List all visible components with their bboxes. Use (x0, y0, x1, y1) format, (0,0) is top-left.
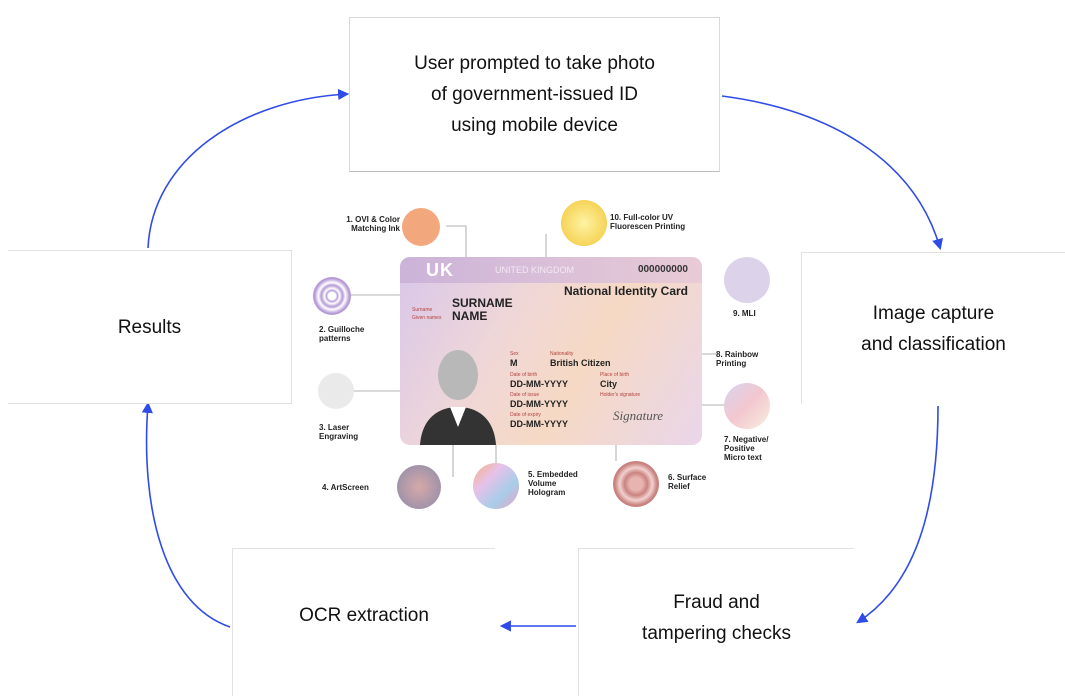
step-prompt-line-1: User prompted to take photo (414, 53, 655, 74)
feature-8-line-2: Printing (716, 359, 747, 368)
feature-5-line-2: Volume (528, 479, 557, 488)
step-fraud-line-1: Fraud and (673, 591, 760, 613)
given-caption: Given names (412, 315, 442, 321)
id-card-number: 000000000 (637, 264, 688, 275)
step-prompt-line-2: of government-issued ID (431, 84, 638, 105)
step-ocr-box: OCR extraction (232, 548, 495, 696)
laser-engraving-icon (318, 373, 354, 409)
feature-6-line-1: 6. Surface (668, 473, 707, 482)
micro-text-icon (724, 383, 770, 429)
uv-printing-icon (561, 200, 607, 246)
step-fraud-line-2: tampering checks (642, 622, 791, 644)
id-card-expiry: DD-MM-YYYY (510, 419, 568, 429)
id-card-given-name: NAME (452, 309, 488, 323)
feature-7-line-1: 7. Negative/ (724, 435, 769, 444)
surface-relief-icon (613, 461, 659, 507)
step-capture-line-2: and classification (861, 333, 1006, 355)
feature-1-label: 1. OVI & Color Matching Ink (318, 215, 400, 233)
step-capture-line-1: Image capture (872, 302, 995, 324)
feature-2-line-2: patterns (319, 334, 351, 343)
place-caption: Place of birth (600, 372, 630, 378)
id-card-place: City (600, 379, 618, 389)
feature-1-line-2: Matching Ink (351, 224, 400, 233)
feature-3-line-2: Engraving (319, 432, 359, 441)
ovi-ink-icon (402, 208, 440, 246)
arrow-right-to-bottom-right (856, 405, 939, 624)
feature-10-line-1: 10. Full-color UV (610, 213, 674, 222)
sex-caption: Sex (510, 351, 519, 357)
mli-portrait-icon (724, 257, 770, 303)
id-card-sex: M (510, 358, 518, 368)
surname-caption: Surname (412, 307, 433, 313)
feature-1-line-1: 1. OVI & Color (346, 215, 400, 224)
artscreen-icon (397, 465, 441, 509)
feature-5-label: 5. Embedded Volume Hologram (528, 470, 578, 497)
feature-10-line-2: Fluorescen Printing (610, 222, 686, 231)
step-capture-box: Image capture and classification (801, 252, 1065, 404)
feature-7-line-2: Positive (724, 444, 755, 453)
expiry-caption: Date of expiry (510, 412, 541, 418)
id-card-country-text: UNITED KINGDOM (495, 265, 575, 275)
feature-7-label: 7. Negative/ Positive Micro text (724, 435, 768, 462)
id-card-illustration: UK UNITED KINGDOM 000000000 National Ide… (296, 195, 814, 525)
id-card-nationality: British Citizen (550, 358, 611, 368)
feature-7-line-3: Micro text (724, 453, 762, 462)
arrow-top-to-right (721, 95, 943, 251)
id-card-issue: DD-MM-YYYY (510, 399, 568, 409)
id-card-signature: Signature (613, 408, 664, 423)
feature-2-label: 2. Guilloche patterns (319, 325, 364, 343)
issue-caption: Date of issue (510, 392, 540, 398)
id-card-dob: DD-MM-YYYY (510, 379, 568, 389)
step-fraud-box: Fraud and tampering checks (578, 548, 854, 696)
feature-4-label: 4. ArtScreen (322, 483, 369, 492)
step-prompt-line-3: using mobile device (451, 115, 618, 136)
feature-10-label: 10. Full-color UV Fluorescen Printing (610, 213, 685, 231)
feature-6-label: 6. Surface Relief (668, 473, 706, 491)
feature-2-line-1: 2. Guilloche (319, 325, 365, 334)
id-card-country: UK (426, 260, 454, 280)
feature-3-line-1: 3. Laser (319, 423, 350, 432)
nationality-caption: Nationality (550, 351, 574, 357)
step-results-line-1: Results (117, 316, 182, 338)
step-ocr-line-1: OCR extraction (299, 605, 429, 626)
feature-3-label: 3. Laser Engraving (319, 423, 358, 441)
guilloche-icon (313, 277, 351, 315)
id-card: UK UNITED KINGDOM 000000000 National Ide… (400, 257, 702, 445)
feature-5-line-1: 5. Embedded (528, 470, 578, 479)
dob-caption: Date of birth (510, 372, 538, 378)
feature-6-line-2: Relief (668, 482, 690, 491)
feature-9-label: 9. MLI (733, 309, 756, 318)
portrait-silhouette-icon (420, 350, 496, 445)
feature-9-line-1: 9. MLI (733, 309, 756, 318)
id-card-surname: SURNAME (452, 296, 513, 310)
id-card-title: National Identity Card (563, 284, 688, 298)
step-prompt-box: User prompted to take photo of governmen… (349, 17, 720, 172)
feature-8-line-1: 8. Rainbow (716, 350, 759, 359)
feature-5-line-3: Hologram (528, 488, 566, 497)
arrow-bottom-left-to-left (141, 401, 231, 628)
hologram-icon (473, 463, 519, 509)
id-card-header-band (400, 257, 702, 283)
step-results-box: Results (8, 250, 292, 404)
feature-8-label: 8. Rainbow Printing (716, 350, 758, 368)
arrow-left-to-top (147, 88, 350, 249)
holder-signature-caption: Holder's signature (600, 392, 641, 398)
feature-4-line-1: 4. ArtScreen (322, 483, 369, 492)
